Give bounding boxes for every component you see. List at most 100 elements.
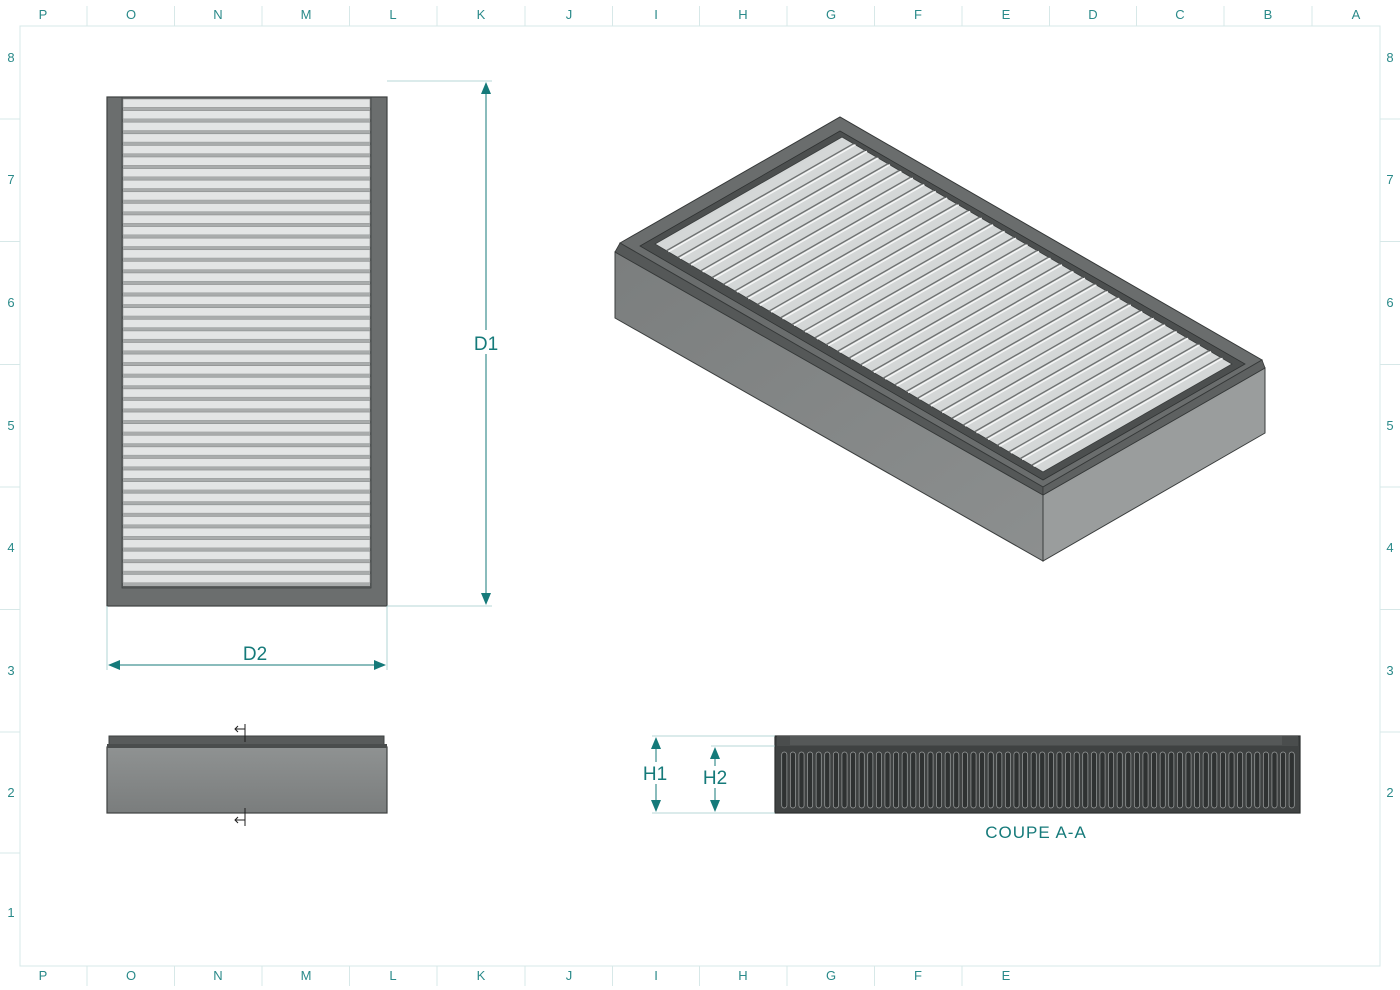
iso-slat-highlight <box>759 197 948 307</box>
isometric-slats <box>666 143 1223 467</box>
slat <box>122 284 371 294</box>
iso-slat-groove <box>780 209 969 319</box>
slat <box>122 504 371 514</box>
row-label-right: 3 <box>1386 663 1393 678</box>
slat <box>122 388 371 398</box>
zone-label-bottom: E <box>1002 968 1011 983</box>
section-fin <box>1211 751 1218 809</box>
section-fin <box>875 751 882 809</box>
slat-shadow <box>123 455 370 459</box>
row-label-right: 2 <box>1386 785 1393 800</box>
slat <box>122 550 371 560</box>
iso-slat-highlight <box>1033 357 1223 467</box>
dimension-d1: D1 <box>387 80 502 607</box>
iso-slat-groove <box>791 216 980 326</box>
zone-label-bottom: K <box>477 968 486 983</box>
zone-label-top: G <box>826 7 836 22</box>
slat-shadow <box>123 211 370 215</box>
slat <box>122 330 371 340</box>
section-fin <box>798 751 805 809</box>
slat-shadow <box>123 420 370 424</box>
slat <box>122 458 371 468</box>
row-label-left: 1 <box>7 905 14 920</box>
slat <box>122 156 371 166</box>
section-fin <box>1125 751 1132 809</box>
section-fin <box>1159 751 1166 809</box>
slat-shadow <box>123 501 370 505</box>
section-fin <box>1116 751 1123 809</box>
section-fin <box>953 751 960 809</box>
slat-shadow <box>123 443 370 447</box>
slat <box>122 353 371 363</box>
slat <box>122 168 371 178</box>
section-fin <box>1262 751 1269 809</box>
iso-slat-highlight <box>816 230 1005 340</box>
slat-shadow <box>123 478 370 482</box>
slat-shadow <box>123 188 370 192</box>
slat-shadow <box>123 571 370 575</box>
slat <box>122 110 371 120</box>
iso-slat-highlight <box>907 284 1097 394</box>
iso-slat-groove <box>985 330 1175 440</box>
section-fin <box>1133 751 1140 809</box>
section-fin <box>832 751 839 809</box>
slat-shadow <box>123 107 370 111</box>
zone-label-bottom: H <box>738 968 747 983</box>
slat-shadow <box>123 153 370 157</box>
section-fin <box>970 751 977 809</box>
slat <box>122 237 371 247</box>
zone-label-bottom: J <box>566 968 573 983</box>
iso-slat-groove <box>905 283 1095 393</box>
iso-slat-highlight <box>839 244 1028 353</box>
iso-slat-groove <box>928 296 1118 406</box>
slat <box>122 203 371 213</box>
slat <box>122 446 371 456</box>
slat <box>122 319 371 328</box>
slat <box>122 342 371 352</box>
section-fin <box>1237 751 1244 809</box>
iso-slat-groove <box>974 323 1164 433</box>
slat-shadow <box>123 200 370 204</box>
d2-label: D2 <box>243 644 267 665</box>
section-fin <box>1202 751 1209 809</box>
section-fin <box>1030 751 1037 809</box>
section-fin <box>1065 751 1072 809</box>
iso-slat-highlight <box>884 270 1074 380</box>
dimension-d2: D2 <box>106 606 388 670</box>
iso-slat-groove <box>1008 343 1198 453</box>
section-fin <box>987 751 994 809</box>
section-fin <box>910 751 917 809</box>
slat <box>122 411 371 421</box>
slat <box>122 295 371 305</box>
zone-label-top: P <box>39 7 48 22</box>
section-fin <box>1082 751 1089 809</box>
section-fin <box>884 751 891 809</box>
section-fin <box>841 751 848 809</box>
zone-label-bottom: P <box>39 968 48 983</box>
zone-label-bottom: G <box>826 968 836 983</box>
section-label: COUPE A-A <box>985 823 1087 842</box>
iso-slat-groove <box>768 203 958 312</box>
row-label-right: 7 <box>1386 172 1393 187</box>
h1-label: H1 <box>643 764 667 785</box>
slat <box>122 272 371 282</box>
zone-label-top: I <box>654 7 658 22</box>
zone-label-bottom: F <box>914 968 922 983</box>
row-label-right: 6 <box>1386 295 1393 310</box>
row-label-right: 4 <box>1386 540 1393 555</box>
section-fin <box>867 751 874 809</box>
section-fin <box>858 751 865 809</box>
zone-label-bottom: O <box>126 968 136 983</box>
section-fin <box>893 751 900 809</box>
dimension-h1: H1 <box>640 735 775 814</box>
zone-label-top: O <box>126 7 136 22</box>
slat-shadow <box>123 385 370 389</box>
slat <box>122 376 371 386</box>
section-fin <box>1219 751 1226 809</box>
d1-label: D1 <box>474 334 498 355</box>
side-view <box>106 724 388 826</box>
section-fin <box>961 751 968 809</box>
top-view <box>106 96 388 607</box>
